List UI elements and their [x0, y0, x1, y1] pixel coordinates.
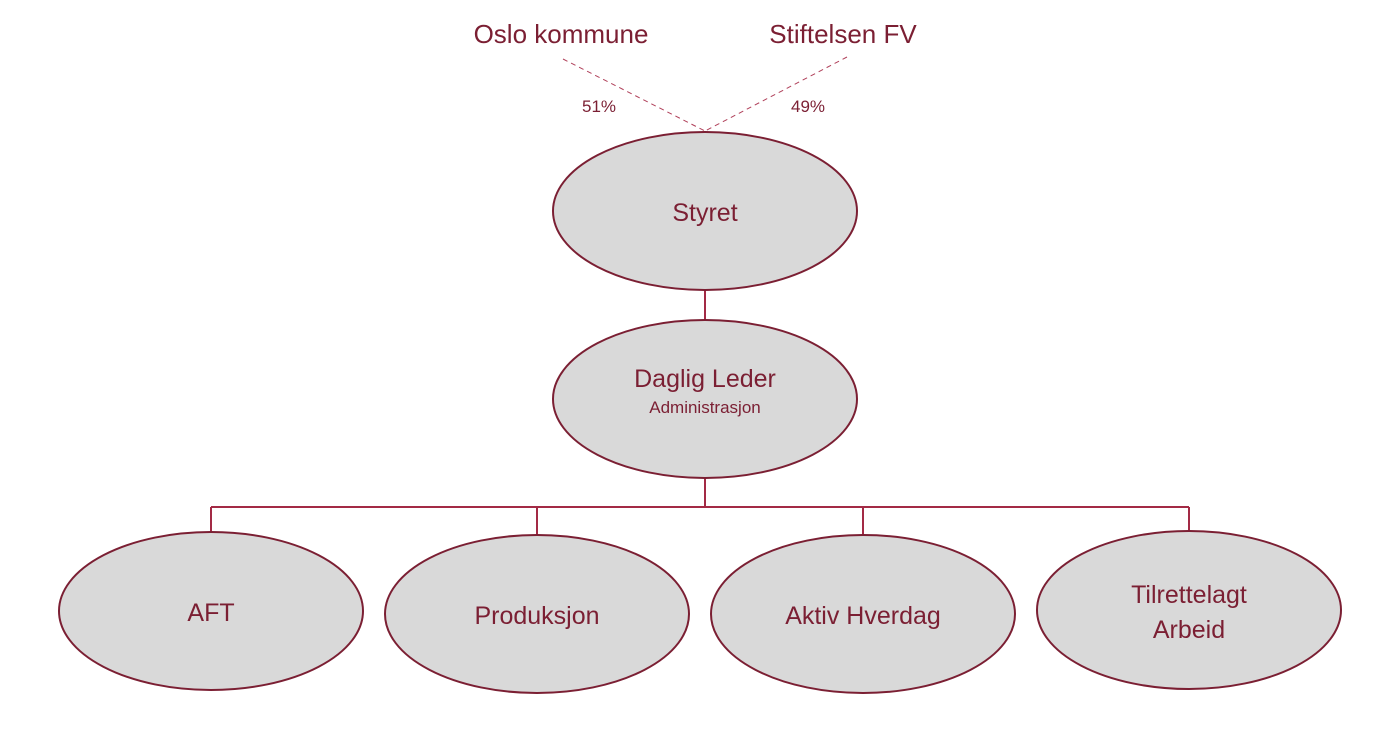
owner-stiftelsen-fv: Stiftelsen FV — [769, 19, 917, 49]
node-dept-aft-label: AFT — [187, 599, 234, 627]
node-manager-shape — [552, 319, 858, 479]
share-oslo-kommune: 51% — [582, 97, 616, 116]
node-dept-tilrettelagt-label-line2: Arbeid — [1153, 616, 1225, 644]
node-dept-aft: AFT — [58, 531, 364, 691]
node-board: Styret — [552, 131, 858, 291]
node-dept-aktiv-hverdag-label: Aktiv Hverdag — [785, 602, 941, 630]
owner-oslo-kommune: Oslo kommune — [474, 19, 649, 49]
node-dept-tilrettelagt-label-line1: Tilrettelagt — [1131, 581, 1247, 609]
node-manager-title: Daglig Leder — [634, 365, 776, 393]
node-dept-tilrettelagt-shape — [1036, 530, 1342, 690]
node-dept-aft-shape — [58, 531, 364, 691]
share-stiftelsen-fv: 49% — [791, 97, 825, 116]
node-dept-tilrettelagt-arbeid: Tilrettelagt Arbeid — [1036, 530, 1342, 690]
node-manager: Daglig Leder Administrasjon — [552, 319, 858, 479]
node-dept-aktiv-hverdag: Aktiv Hverdag — [710, 534, 1016, 694]
node-board-shape — [552, 131, 858, 291]
node-dept-produksjon-label: Produksjon — [474, 602, 599, 630]
node-dept-produksjon-shape — [384, 534, 690, 694]
owner-link-stiftelsen — [704, 56, 848, 132]
node-dept-aktiv-hverdag-shape — [710, 534, 1016, 694]
node-board-title: Styret — [672, 199, 737, 227]
node-manager-subtitle: Administrasjon — [649, 398, 761, 417]
node-dept-produksjon: Produksjon — [384, 534, 690, 694]
owner-link-oslo — [562, 58, 706, 132]
